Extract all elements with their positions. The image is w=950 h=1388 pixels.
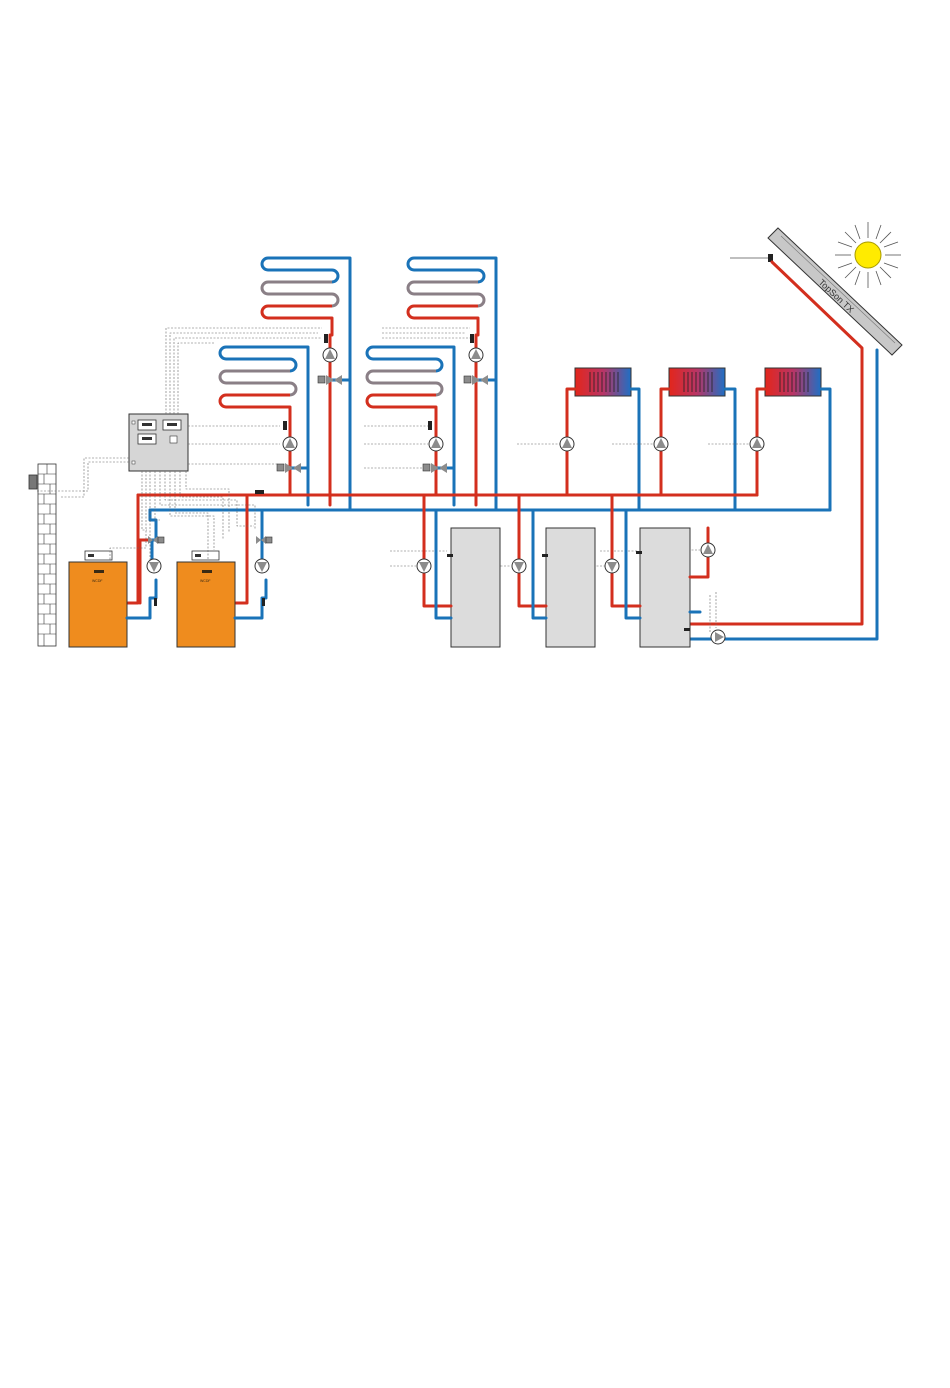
circulation-pump-icon: [283, 437, 297, 451]
temperature-sensor-icon: [470, 334, 474, 343]
boiler: WCDF: [69, 551, 127, 647]
circulation-pump-icon: [255, 559, 269, 573]
circulation-pump-icon: [701, 543, 715, 557]
solar-storage-tank: [636, 528, 690, 647]
circulation-pump-icon: [654, 437, 668, 451]
circulation-pump-icon: [323, 348, 337, 362]
circulation-pump-icon: [469, 348, 483, 362]
floor-heating-coil: [262, 258, 350, 318]
solar-pump-icon: [711, 630, 725, 644]
circulation-pump-icon: [429, 437, 443, 451]
temperature-sensor-icon: [428, 421, 432, 430]
radiator-icon: [669, 368, 725, 396]
return-sensor-icon: [262, 598, 265, 606]
circulation-pump-icon: [750, 437, 764, 451]
hot-water-tank: [542, 528, 595, 647]
circulation-pump-icon: [605, 559, 619, 573]
boiler: WCDF: [177, 551, 235, 647]
floor-heating-coil: [367, 347, 454, 407]
mixing-valve-icon: [256, 536, 272, 544]
solar-collector: TopSon TX: [768, 228, 902, 355]
circulation-pump-icon: [417, 559, 431, 573]
radiator-icon: [575, 368, 631, 396]
sun-icon: [835, 222, 901, 288]
radiator-icon: [765, 368, 821, 396]
floor-heating-coil: [220, 347, 308, 407]
outdoor-sensor-icon: [29, 475, 37, 489]
temperature-sensor-icon: [283, 421, 287, 430]
manifold-sensor-icon: [255, 490, 264, 494]
boiler-plate: WCDF: [200, 579, 211, 583]
boiler-plate: WCDF: [92, 579, 103, 583]
temperature-sensor-icon: [324, 334, 328, 343]
hot-water-tank: [447, 528, 500, 647]
circulation-pump-icon: [147, 559, 161, 573]
circulation-pump-icon: [512, 559, 526, 573]
control-panel: [129, 414, 188, 471]
return-sensor-icon: [154, 598, 157, 606]
circulation-pump-icon: [560, 437, 574, 451]
floor-heating-coil: [408, 258, 496, 318]
